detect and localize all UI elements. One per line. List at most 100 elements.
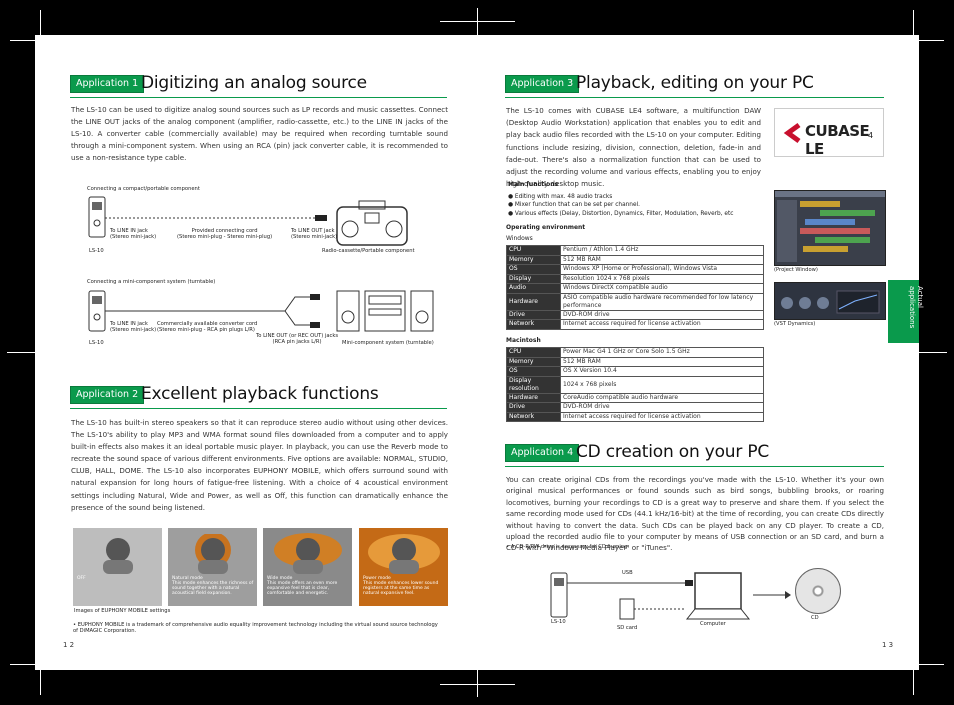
actual-applications-tab: Actual applications: [888, 280, 924, 343]
app1-rule: [70, 97, 447, 98]
spec-key: CPU: [506, 245, 561, 256]
app4-rule: [505, 466, 884, 467]
project-window-caption: (Project Window): [774, 267, 818, 273]
app2-body: The LS-10 has built-in stereo speakers s…: [71, 418, 448, 512]
diagram1-component: Radio-cassette/Portable component: [322, 248, 415, 254]
app3-title: Playback, editing on your PC: [576, 73, 814, 93]
main-functions-list: ● Editing with max. 48 audio tracks ● Mi…: [508, 193, 733, 218]
crop-mark: [440, 684, 515, 685]
spec-key: Audio: [506, 283, 561, 294]
app1-body: The LS-10 can be used to digitize analog…: [71, 105, 448, 163]
spec-value: 512 MB RAM: [560, 356, 764, 367]
app2-title: Excellent playback functions: [141, 384, 379, 404]
spec-key: Display: [506, 273, 561, 284]
computer-label: Computer: [700, 621, 726, 627]
diagram2-caption: Connecting a mini-component system (turn…: [87, 279, 216, 285]
vst-dynamics-screenshot: [774, 282, 886, 320]
diagram1-cord: Provided connecting cord (Stereo mini-pl…: [177, 228, 273, 240]
crop-mark: [7, 352, 35, 353]
diagram1-graphic: [88, 196, 408, 246]
spec-key: Display resolution: [506, 375, 561, 394]
app3-rule: [505, 97, 884, 98]
spec-key: Network: [506, 411, 561, 422]
spec-value: 512 MB RAM: [560, 254, 764, 265]
spec-value: OS X Version 10.4: [560, 366, 764, 377]
spec-key: Drive: [506, 402, 561, 413]
spec-value: Resolution 1024 x 768 pixels: [560, 273, 764, 284]
spec-value: Windows XP (Home or Professional), Windo…: [560, 264, 764, 275]
crop-mark: [440, 21, 515, 22]
diagram1-line-in: To LINE IN jack (Stereo mini-jack): [110, 228, 157, 240]
main-function-item: ● Various effects (Delay, Distortion, Dy…: [508, 210, 734, 217]
brochure-spread: Application 1 Digitizing an analog sourc…: [35, 35, 924, 670]
cubase-logo-sub: 4: [868, 131, 874, 140]
cd-device-label: LS-10: [551, 619, 566, 625]
spec-value: ASIO compatible audio hardware recommend…: [560, 292, 764, 311]
diagram2-device: LS-10: [89, 340, 104, 346]
crop-mark: [40, 670, 41, 695]
spec-value: Power Mac G4 1 GHz or Core Solo 1.5 GHz: [560, 347, 764, 358]
crop-mark: [10, 664, 35, 665]
crop-mark: [919, 664, 944, 665]
spec-key: CPU: [506, 347, 561, 358]
cd-label: CD: [811, 615, 819, 621]
op-env-title: Operating environment: [506, 224, 586, 231]
cd-diagram-graphic: [550, 572, 791, 620]
app3-tag: Application 3: [505, 75, 580, 93]
mode-off: OFF: [73, 528, 162, 606]
diagram2-line-in: To LINE IN jack (Stereo mini-jack): [110, 321, 157, 333]
mode-natural-text: Natural mode This mode enhances the rich…: [172, 576, 254, 596]
app2-rule: [70, 408, 447, 409]
spec-key: Memory: [506, 254, 561, 265]
images-caption: Images of EUPHONY MOBILE settings: [74, 608, 171, 614]
crop-mark: [10, 40, 35, 41]
diagram2-line-out: To LINE OUT (or REC OUT) jacks (RCA pin …: [256, 333, 339, 345]
app3-body: The LS-10 comes with CUBASE LE4 software…: [506, 106, 761, 189]
app4-tag: Application 4: [505, 444, 580, 462]
cubase-logo-text: CUBASE LE: [805, 122, 870, 158]
mode-power-text: Power mode This mode enhances lower soun…: [363, 576, 439, 596]
app2-tag: Application 2: [70, 386, 145, 404]
usb-label: USB: [622, 570, 633, 576]
mode-natural: Natural mode This mode enhances the rich…: [168, 528, 257, 606]
diagram2-component: Mini-component system (turntable): [342, 340, 434, 346]
spec-key: Hardware: [506, 292, 561, 311]
spec-key: Network: [506, 319, 561, 330]
crop-mark: [913, 670, 914, 695]
page-number-right: 1 3: [882, 641, 894, 649]
windows-title: Windows: [506, 235, 533, 242]
page-number-left: 1 2: [63, 641, 75, 649]
app4-title: CD creation on your PC: [576, 442, 770, 462]
spec-key: OS: [506, 366, 561, 377]
spec-key: Drive: [506, 309, 561, 320]
mode-power: Power mode This mode enhances lower soun…: [359, 528, 448, 606]
diagram2-graphic: [88, 290, 434, 332]
spec-key: OS: [506, 264, 561, 275]
spec-value: DVD-ROM drive: [560, 309, 764, 320]
spec-key: Memory: [506, 356, 561, 367]
spec-value: Internet access required for license act…: [560, 319, 764, 330]
diagram1-device: LS-10: [89, 248, 104, 254]
cd-disc-icon: [795, 568, 841, 614]
mode-off-text: OFF: [77, 576, 86, 581]
spec-value: Windows DirectX compatible audio: [560, 283, 764, 294]
app4-body: You can create original CDs from the rec…: [506, 475, 884, 553]
diagram2-cable: Commercially available converter cord (S…: [157, 321, 258, 333]
cubase-logo: CUBASE LE 4: [774, 108, 884, 158]
main-function-item: ● Editing with max. 48 audio tracks: [508, 194, 613, 200]
project-window-screenshot: [774, 190, 886, 266]
crop-mark: [477, 670, 478, 697]
main-function-item: ● Mixer function that can be set per cha…: [508, 202, 641, 209]
